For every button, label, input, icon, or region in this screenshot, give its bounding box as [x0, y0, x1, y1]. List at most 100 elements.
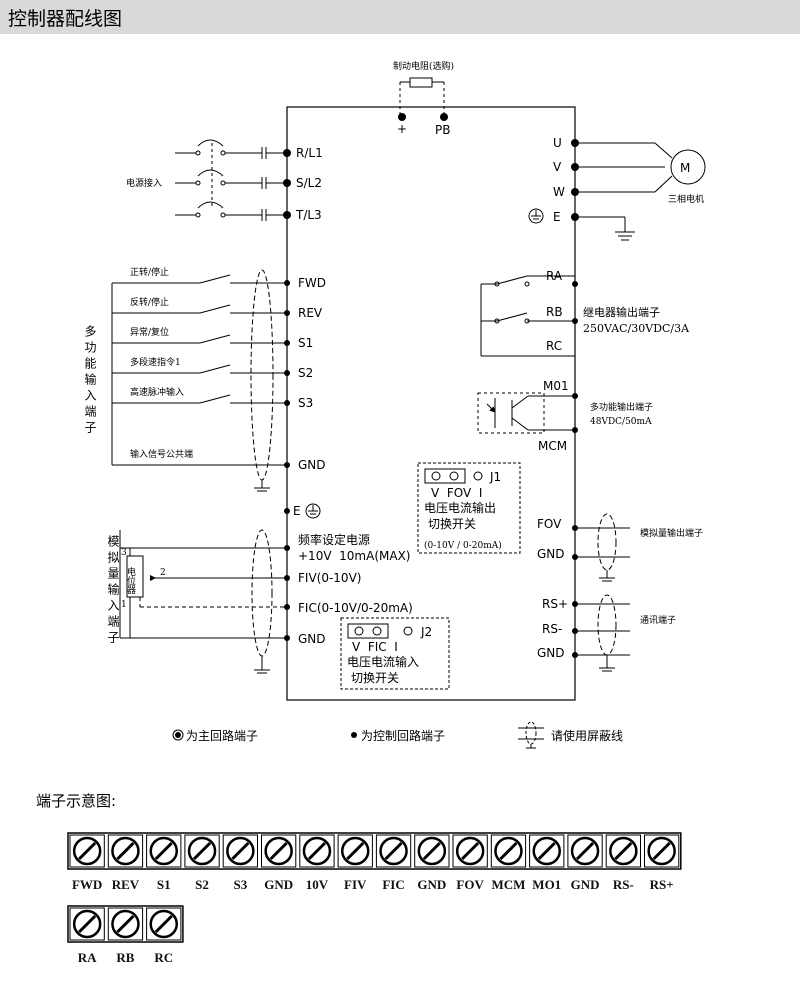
strip-title: 端子示意图: — [36, 792, 117, 810]
s3-label: S3 — [298, 396, 313, 410]
fwd-label: FWD — [298, 276, 326, 290]
terminal-cell — [69, 834, 105, 868]
header-bar: 控制器配线图 — [0, 0, 800, 34]
w-label: W — [553, 185, 565, 199]
fn-label-rev: 反转/停止 — [130, 296, 169, 308]
pot-pin-3: 3 — [121, 548, 127, 558]
e-input-terminal — [284, 508, 290, 514]
screw-slot — [346, 841, 365, 861]
screw-icon — [302, 836, 332, 866]
common-label: 输入信号公共端 — [130, 448, 193, 460]
j2-options: V FIC I — [352, 640, 398, 654]
terminal-cell — [490, 834, 527, 868]
ra-terminal — [572, 281, 578, 287]
fn-label-s1: 异常/复位 — [130, 326, 169, 338]
legend-control: 为控制回路端子 — [361, 728, 445, 743]
motor-wiring — [575, 142, 706, 241]
screw-icon — [341, 836, 370, 866]
e-input-label: E — [293, 504, 301, 518]
screw-slot — [461, 841, 480, 861]
screw-slot — [269, 841, 288, 861]
terminal-cell — [146, 907, 182, 941]
tl3-label: T/L3 — [295, 208, 322, 222]
j1-name: J1 — [489, 470, 501, 484]
screw-slot — [307, 841, 327, 861]
fov-label: FOV — [537, 517, 562, 531]
pot-pin-2: 2 — [160, 568, 166, 578]
comm-wiring — [575, 594, 630, 672]
motor-label: 三相电机 — [668, 193, 704, 205]
rsp-terminal — [572, 601, 578, 607]
v-label: V — [553, 160, 562, 174]
j2-pin-v — [354, 626, 364, 636]
rsn-label: RS- — [542, 622, 562, 636]
screw-slot — [116, 914, 135, 934]
screw-icon — [187, 836, 217, 866]
s3-terminal — [284, 400, 290, 406]
mcm-label: MCM — [538, 439, 567, 453]
rb-terminal — [572, 318, 578, 324]
screw-icon — [494, 836, 523, 866]
screw-slot — [78, 841, 97, 861]
terminal-label: REV — [112, 877, 140, 892]
screw-slot — [537, 841, 556, 861]
gnd-comm-label: GND — [537, 646, 565, 660]
fwd-terminal — [284, 280, 290, 286]
screw-slot — [575, 841, 595, 861]
plus-terminal — [398, 113, 406, 121]
screw-slot — [116, 841, 135, 861]
screw-icon — [417, 836, 447, 866]
supply-label1: 频率设定电源 — [298, 532, 370, 547]
m01-terminal — [572, 393, 578, 399]
sl2-label: S/L2 — [296, 176, 322, 190]
u-terminal — [571, 139, 579, 147]
screw-slot — [154, 841, 173, 861]
legend-main: 为主回路端子 — [186, 728, 258, 743]
supply-label2: +10V 10mA(MAX) — [298, 549, 410, 563]
gnd-input-label: GND — [298, 458, 326, 472]
legend-shield: 请使用屏蔽线 — [551, 728, 623, 743]
terminal-label: GND — [264, 877, 293, 892]
brake-title: 制动电阻(选购) — [393, 60, 454, 72]
screw-icon — [111, 836, 140, 866]
motor-symbol — [670, 149, 706, 185]
legend: 为主回路端子 为控制回路端子 请使用屏蔽线 — [172, 721, 623, 749]
j1-range: (0-10V / 0-20mA) — [424, 540, 502, 551]
terminal-label: RC — [154, 950, 173, 965]
rev-label: REV — [298, 306, 323, 320]
w-terminal — [571, 188, 579, 196]
screw-icon — [532, 836, 561, 866]
screw-icon — [455, 836, 485, 866]
analog-input-group-label: 模拟量输入端子 — [106, 535, 120, 647]
terminal-label: FWD — [72, 877, 102, 892]
analog-out-label: 模拟量输出端子 — [640, 527, 703, 539]
m01-label: M01 — [543, 379, 569, 393]
ra-label: RA — [546, 269, 563, 283]
e-label: E — [553, 210, 561, 224]
multi-out-spec: 48VDC/50mA — [590, 417, 652, 427]
screw-icon — [609, 836, 638, 866]
comm-label: 通讯端子 — [640, 614, 676, 626]
s1-label: S1 — [298, 336, 313, 350]
rsn-terminal — [572, 628, 578, 634]
terminal-cell — [184, 834, 220, 868]
potentiometer — [126, 555, 144, 598]
screw-icon — [570, 836, 600, 866]
terminal-cell — [107, 907, 144, 941]
analog-output-wiring — [575, 513, 630, 582]
terminal-label: MO1 — [532, 877, 561, 892]
fiv-label: FIV(0-10V) — [298, 571, 361, 585]
terminal-label: RS+ — [650, 877, 674, 892]
digital-input-wiring — [111, 269, 287, 492]
pb-terminal — [440, 113, 448, 121]
screw-icon — [149, 909, 178, 939]
strip-outline — [67, 905, 184, 943]
j2-box — [340, 617, 450, 690]
screw-slot — [384, 841, 403, 861]
j1-pin-i — [473, 471, 483, 481]
rb-label: RB — [546, 305, 563, 319]
motor-letter: M — [680, 161, 690, 175]
terminal-cell — [529, 834, 565, 868]
